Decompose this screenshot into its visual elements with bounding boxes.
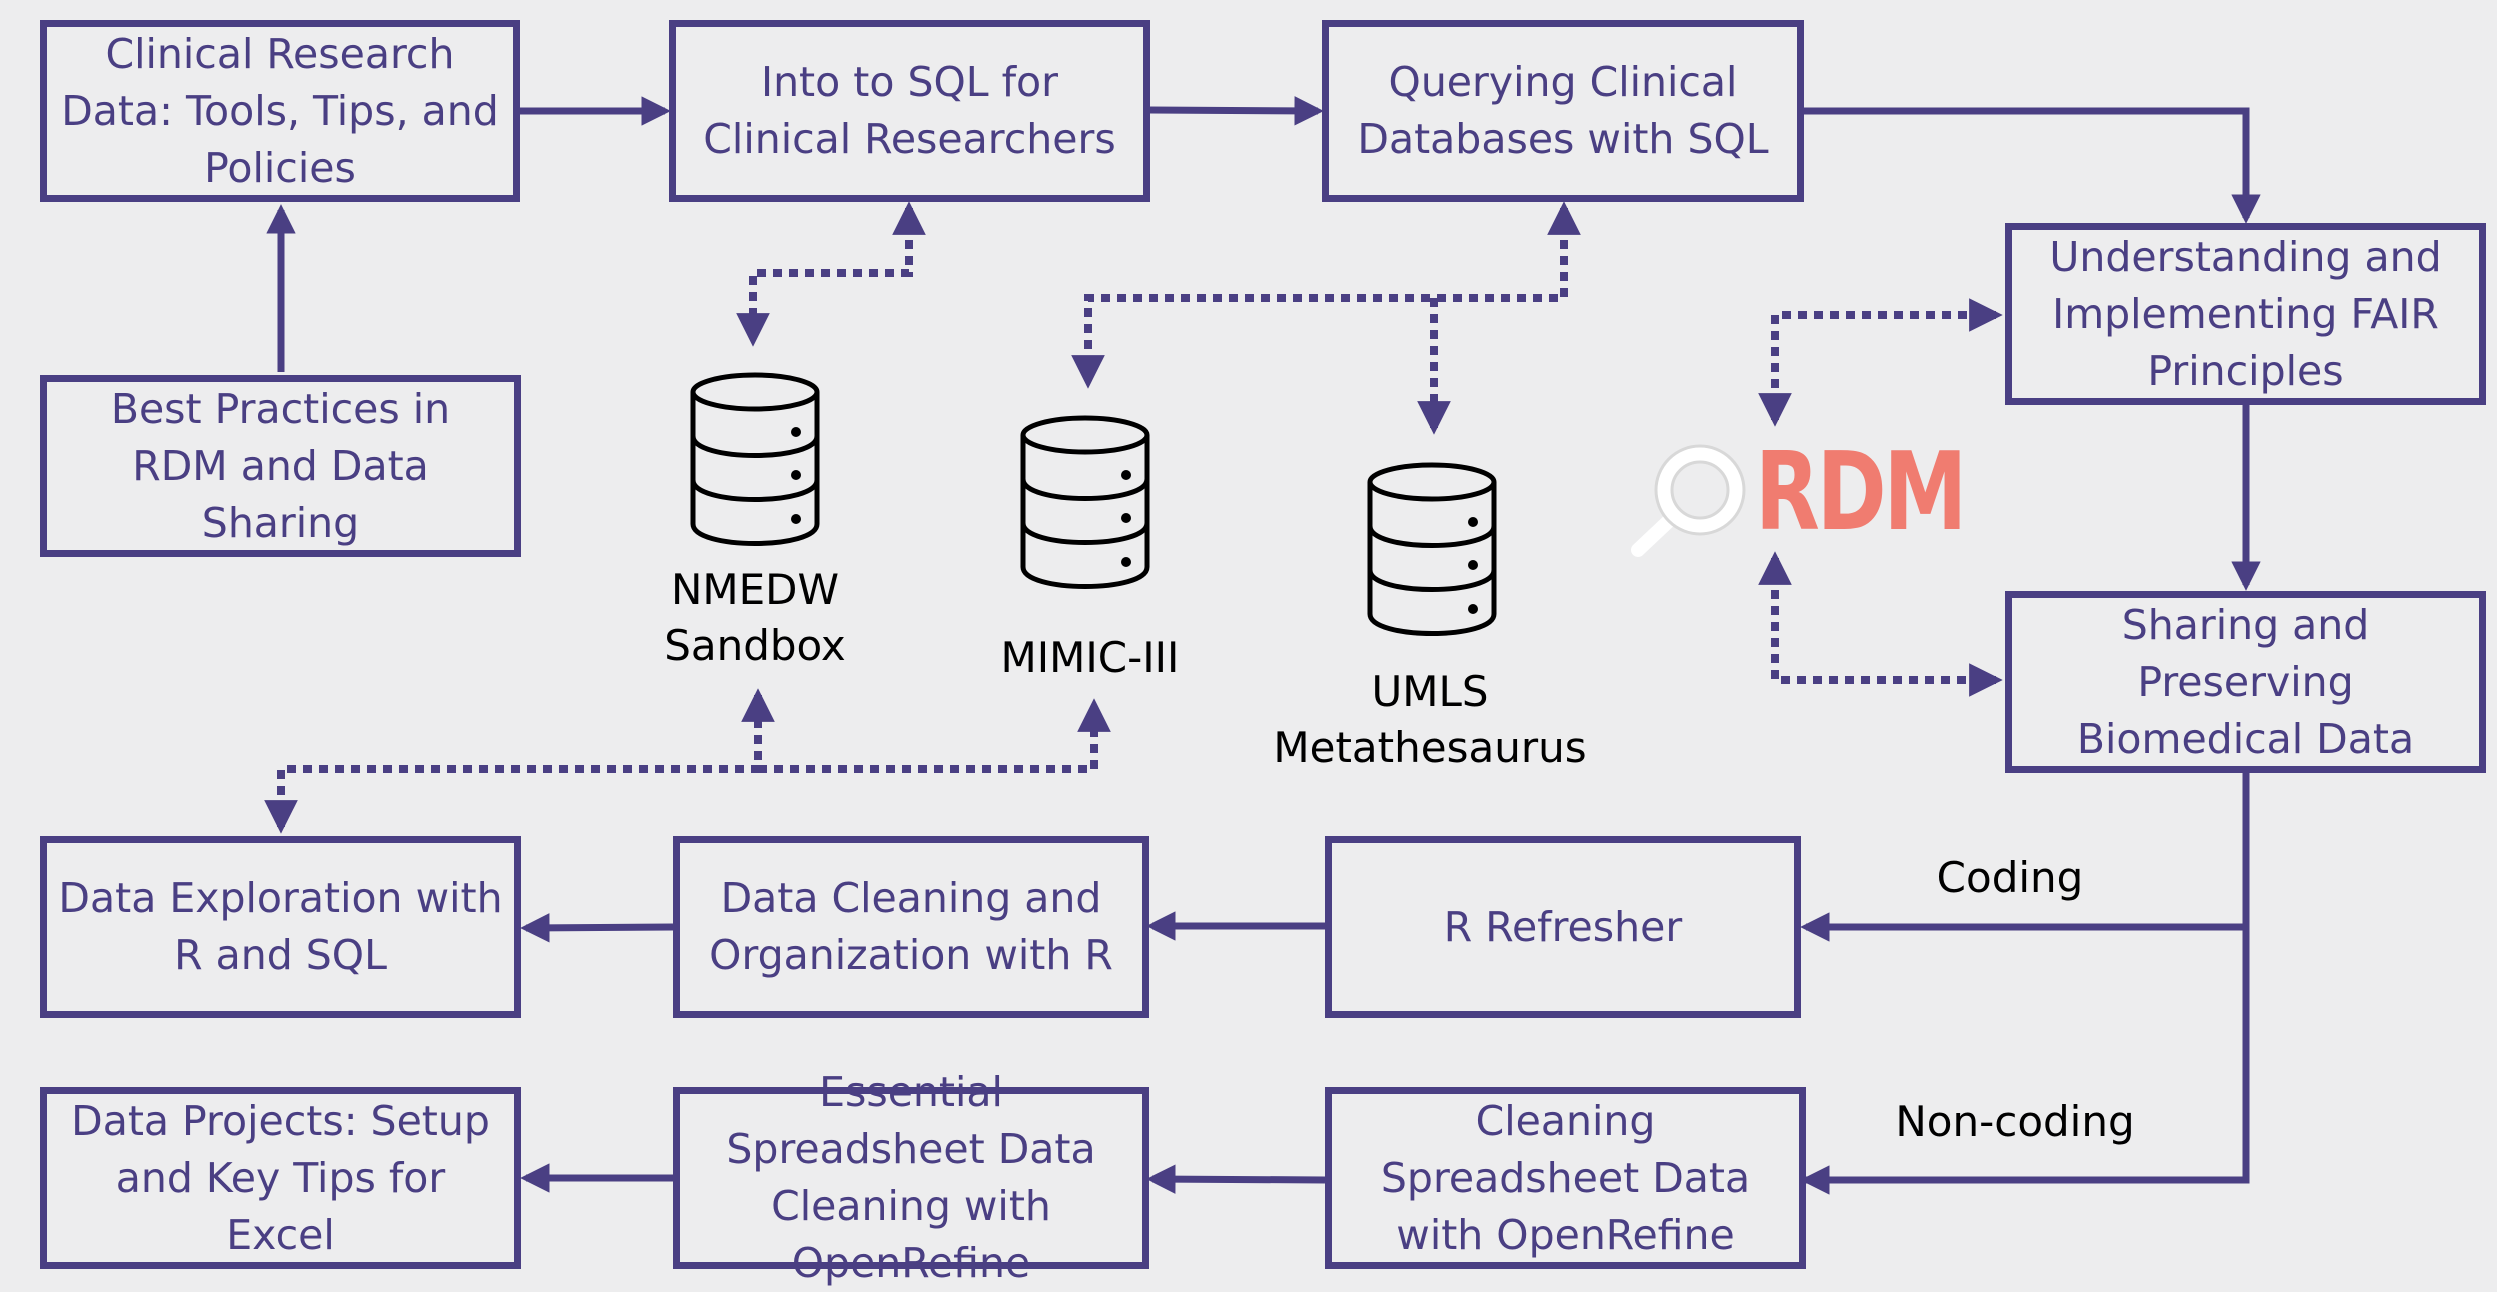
arrow-cleaning-openrefine-to-essential: [1146, 1164, 1326, 1194]
node-data-exploration: Data Exploration with R and SQL: [40, 836, 521, 1018]
database-icon-umls: [1367, 462, 1497, 636]
arrow-querying-to-fair: [1803, 107, 2261, 224]
edge-label-non-coding: Non-coding: [1895, 1097, 2135, 1146]
dotted-exploration-mimic: [758, 698, 1111, 773]
database-icon-nmedw: [690, 372, 820, 546]
dotted-rdm-fair: [1758, 298, 2003, 427]
magnifier-icon: [1631, 444, 1746, 557]
arrow-sharing-to-cleaning-openrefine: [1800, 927, 2250, 1195]
node-clinical-research-data: Clinical Research Data: Tools, Tips, and…: [40, 20, 520, 202]
node-cleaning-spreadsheet-openrefine: Cleaning Spreadsheet Data with OpenRefin…: [1325, 1087, 1806, 1269]
rdm-logo-text: RDM: [1755, 430, 1967, 555]
node-essential-spreadsheet: Essential Spreadsheet Data Cleaning with…: [673, 1068, 1149, 1287]
dotted-rdm-sharing: [1758, 551, 2003, 697]
node-fair-principles: Understanding and Implementing FAIR Prin…: [2005, 223, 2486, 405]
node-r-refresher: R Refresher: [1325, 836, 1801, 1018]
database-label-mimic: MIMIC-III: [1000, 633, 1180, 682]
database-label-nmedw: NMEDW Sandbox: [664, 565, 846, 670]
edge-label-coding: Coding: [1936, 853, 2084, 902]
dotted-querying-mimic: [1071, 201, 1581, 389]
node-data-projects-excel: Data Projects: Setup and Key Tips for Ex…: [40, 1087, 521, 1269]
node-best-practices-rdm: Best Practices in RDM and Data Sharing: [40, 375, 521, 557]
node-querying-clinical-databases: Querying Clinical Databases with SQL: [1322, 20, 1804, 202]
dotted-exploration-nmedw: [264, 688, 775, 834]
arrow-data-cleaning-r-to-exploration: [520, 913, 674, 943]
arrow-intro-sql-to-querying: [1149, 96, 1324, 126]
node-intro-sql: Into to SQL for Clinical Researchers: [669, 20, 1150, 202]
dotted-intro-sql-nmedw: [736, 201, 926, 347]
node-sharing-preserving-data: Sharing and Preserving Biomedical Data: [2005, 591, 2486, 773]
database-icon-mimic: [1020, 415, 1150, 589]
database-label-umls: UMLS Metathesaurus: [1273, 667, 1587, 772]
node-data-cleaning-r: Data Cleaning and Organization with R: [673, 836, 1149, 1018]
